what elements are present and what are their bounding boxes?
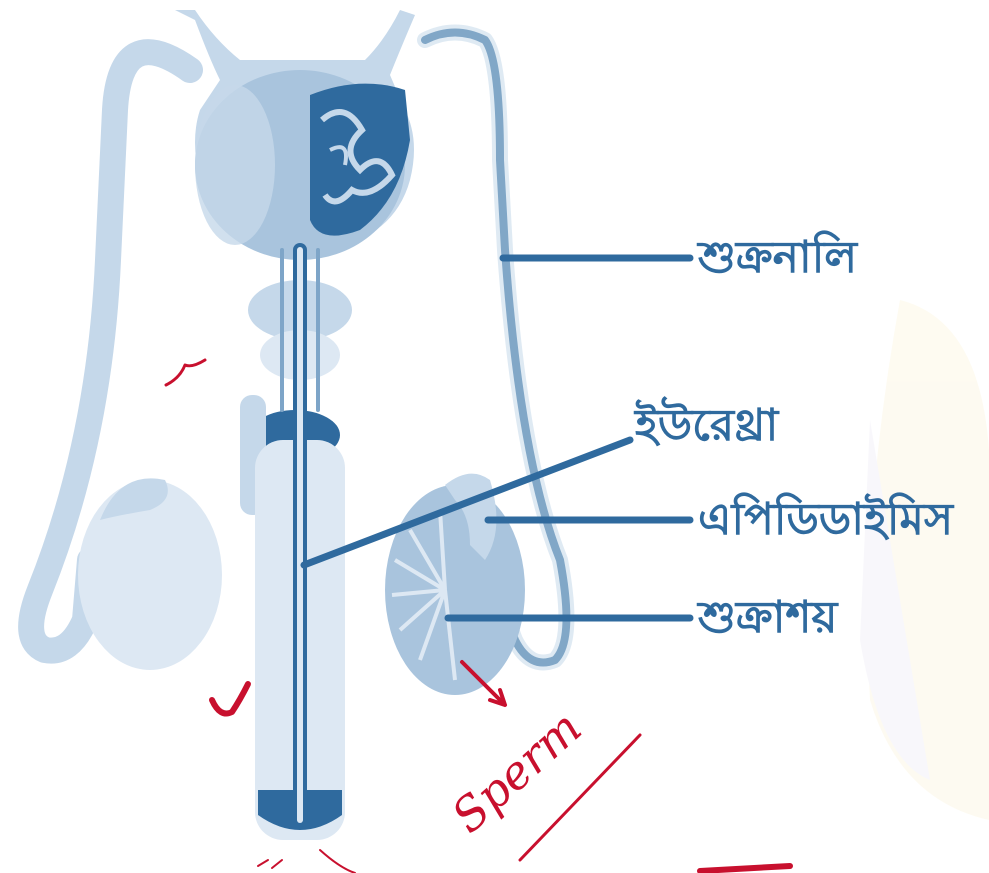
background-watermark — [860, 300, 989, 820]
bladder — [175, 10, 415, 260]
bottom-curve — [320, 850, 355, 873]
label-urethra: ইউরেথ্রা — [633, 396, 780, 451]
tick-mark-upper — [166, 360, 205, 385]
left-testis — [78, 478, 222, 670]
label-testis: শুক্রাশয় — [696, 592, 839, 643]
label-vas-deferens: শুক্রনালি — [696, 230, 859, 283]
penis-shaft — [240, 395, 345, 840]
annotation-sperm: Sperm — [441, 700, 591, 843]
tick-mark-lower — [212, 684, 248, 714]
bottom-mark — [258, 860, 282, 868]
label-epididymis: এপিডিডাইমিস — [698, 492, 955, 545]
bottom-bar — [700, 866, 790, 871]
